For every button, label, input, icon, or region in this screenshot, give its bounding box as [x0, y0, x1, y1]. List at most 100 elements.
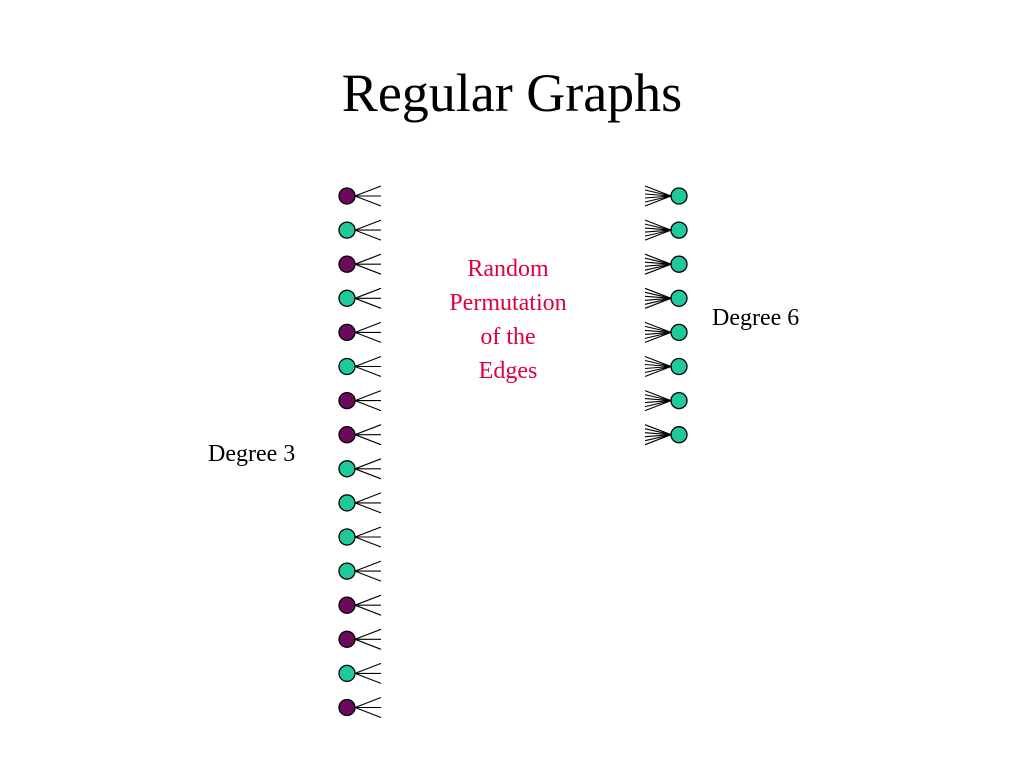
right-node-8 [644, 424, 688, 446]
edge-stub [644, 331, 672, 335]
edge-stub [644, 424, 672, 436]
right-node-3 [644, 253, 688, 275]
edge-stub [644, 219, 672, 231]
edge-stub [354, 253, 382, 265]
edge-stub [354, 526, 382, 538]
edge-stub [644, 263, 672, 267]
left-node-13 [338, 594, 382, 616]
edge-stub [644, 185, 672, 197]
edge-stub [354, 185, 382, 197]
vertex-circle [338, 255, 356, 273]
edge-stub [644, 321, 672, 333]
edge-stub [644, 365, 672, 378]
vertex-circle [670, 391, 688, 410]
edge-stub [644, 434, 672, 446]
left-node-14 [338, 628, 382, 650]
vertex-circle [670, 187, 688, 205]
permutation-label-line-3: of the [480, 324, 536, 350]
slide-title: Regular Graphs [341, 63, 683, 123]
permutation-label-line-1: Random [467, 256, 549, 282]
left-node-3 [338, 253, 382, 275]
edge-stub [644, 195, 672, 203]
edge-stub [644, 400, 672, 412]
edge-stub [354, 662, 382, 674]
edge-stub [354, 594, 382, 606]
edge-stub [354, 604, 382, 616]
edge-stub [644, 257, 672, 265]
left-node-6 [338, 355, 382, 378]
edge-stub [644, 331, 672, 343]
vertex-circle [670, 323, 688, 342]
edge-stub [644, 229, 672, 237]
edge-stub [644, 263, 672, 271]
edge-stub [354, 297, 382, 309]
left-node-11 [338, 526, 382, 548]
edge-stub [644, 297, 672, 305]
edge-stub [354, 390, 382, 402]
permutation-label-line-4: Edges [478, 358, 538, 384]
vertex-circle [338, 664, 356, 683]
edge-stub [354, 263, 382, 275]
vertex-circle [338, 698, 356, 717]
left-node-4 [338, 287, 382, 309]
edge-stub [354, 468, 382, 480]
edge-stub [644, 390, 672, 402]
edge-stub [354, 195, 382, 207]
edge-stub [644, 297, 672, 301]
edge-stub [644, 297, 672, 309]
left-node-8 [338, 424, 382, 446]
edge-stub [644, 193, 672, 197]
edge-stub [644, 394, 672, 402]
edge-stub [644, 355, 672, 368]
edge-stub [644, 223, 672, 231]
edge-stub [354, 638, 382, 650]
left-node-2 [338, 219, 382, 241]
edge-stub [354, 458, 382, 470]
degree-3-label: Degree 3 [208, 441, 296, 467]
edge-stub [644, 263, 672, 275]
left-node-1 [338, 185, 382, 207]
vertex-circle [338, 630, 356, 648]
permutation-label: Random Permutation of the Edges [418, 252, 598, 388]
vertex-circle [338, 289, 356, 307]
edge-stub [644, 195, 672, 207]
vertex-circle [338, 460, 356, 478]
vertex-circle [338, 528, 356, 546]
edge-stub [354, 287, 382, 299]
edge-stub [354, 672, 382, 684]
left-node-5 [338, 321, 382, 343]
left-node-10 [338, 492, 382, 514]
edge-stub [644, 195, 672, 199]
permutation-label-line-2: Permutation [449, 290, 567, 316]
edge-stub [644, 261, 672, 265]
edge-stub [644, 363, 672, 368]
edge-stub [354, 219, 382, 231]
edge-stub [644, 227, 672, 231]
vertex-circle [338, 426, 356, 444]
vertex-circle [338, 562, 356, 580]
edge-stub [644, 295, 672, 299]
edge-stub [354, 696, 382, 709]
edge-stub [354, 706, 382, 719]
right-node-6 [644, 355, 688, 378]
edge-stub [644, 400, 672, 404]
edge-stub [354, 424, 382, 436]
edge-stub [644, 400, 672, 408]
vertex-circle [338, 221, 356, 239]
edge-stub [644, 331, 672, 339]
right-node-5 [644, 321, 688, 343]
edge-stub [354, 400, 382, 412]
edge-stub [644, 432, 672, 436]
edge-stub [644, 291, 672, 299]
vertex-circle [338, 494, 356, 512]
edge-stub [644, 229, 672, 241]
edge-stub [644, 434, 672, 438]
right-node-1 [644, 185, 688, 207]
edge-stub [354, 536, 382, 548]
edge-stub [644, 365, 672, 370]
edge-stub [354, 570, 382, 582]
vertex-circle [338, 187, 356, 205]
edge-stub [354, 331, 382, 343]
